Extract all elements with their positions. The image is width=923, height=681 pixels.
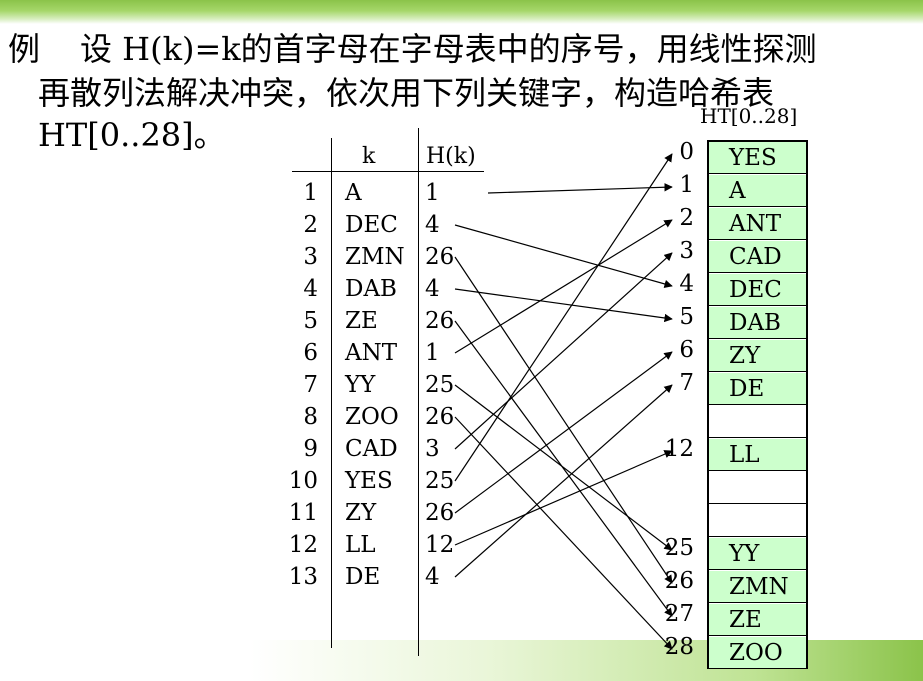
row-hash-value: 25 <box>425 372 455 398</box>
row-number: 4 <box>303 276 318 302</box>
row-hash-value: 12 <box>425 532 455 558</box>
row-number: 8 <box>303 404 318 430</box>
hash-table-caption: HT[0..28] <box>700 104 798 128</box>
row-key: DE <box>345 564 381 590</box>
hash-slot: ZY <box>709 340 806 372</box>
key-table-left-rule <box>331 138 332 648</box>
row-number: 11 <box>288 500 318 526</box>
row-hash-value: 1 <box>425 180 440 206</box>
example-label: 例 <box>8 30 41 68</box>
heading-text-1: 设 H(k)=k的首字母在字母表中的序号，用线性探测 <box>80 30 817 68</box>
hash-slot: DAB <box>709 307 806 339</box>
hash-slot-index: 3 <box>679 238 694 264</box>
mapping-arrow <box>454 320 673 617</box>
row-hash-value: 3 <box>425 436 440 462</box>
row-number: 6 <box>303 340 318 366</box>
heading-line-2: 再散列法解决冲突，依次用下列关键字，构造哈希表 <box>38 74 775 112</box>
row-hash-value: 1 <box>425 340 440 366</box>
row-key: YY <box>345 372 376 398</box>
hash-slot: ZOO <box>709 637 806 669</box>
mapping-arrow <box>454 288 673 323</box>
hash-slot: A <box>709 175 806 207</box>
hash-slot-index: 0 <box>679 139 694 165</box>
column-header-k: k <box>362 144 376 169</box>
mapping-arrow <box>454 256 673 584</box>
mapping-arrow <box>487 183 673 194</box>
row-number: 7 <box>303 372 318 398</box>
row-key: ZY <box>345 500 377 526</box>
row-hash-value: 26 <box>425 308 455 334</box>
row-key: ZMN <box>345 244 405 270</box>
top-decorative-band <box>0 0 923 24</box>
row-hash-value: 25 <box>425 468 455 494</box>
row-number: 5 <box>303 308 318 334</box>
key-table-header-rule <box>292 171 484 172</box>
row-hash-value: 4 <box>425 276 440 302</box>
key-table-right-rule <box>418 128 419 656</box>
row-key: ZOO <box>345 404 399 430</box>
row-key: YES <box>345 468 393 494</box>
row-number: 13 <box>288 564 318 590</box>
mapping-arrow <box>454 351 673 514</box>
mapping-arrow <box>454 224 673 288</box>
hash-slot: YY <box>709 538 806 570</box>
hash-slot-index: 1 <box>679 172 694 198</box>
column-header-h: H(k) <box>426 144 476 169</box>
hash-slot: DEC <box>709 274 806 306</box>
row-key: ZE <box>345 308 378 334</box>
hash-slot: ZMN <box>709 571 806 603</box>
row-hash-value: 4 <box>425 212 440 238</box>
hash-slot: ANT <box>709 208 806 240</box>
row-number: 10 <box>288 468 318 494</box>
row-number: 9 <box>303 436 318 462</box>
mapping-arrow <box>454 384 673 551</box>
hash-slot-index: 4 <box>679 271 694 297</box>
row-number: 2 <box>303 212 318 238</box>
row-key: DEC <box>345 212 398 238</box>
mapping-arrow <box>454 252 673 450</box>
mapping-arrow <box>454 450 673 546</box>
hash-slot <box>709 406 806 438</box>
bottom-decorative-band <box>250 640 923 681</box>
hash-slot: LL <box>709 439 806 471</box>
mapping-arrow <box>454 219 673 354</box>
row-key: ANT <box>345 340 398 366</box>
mapping-arrow <box>454 416 673 650</box>
row-key: LL <box>345 532 376 558</box>
hash-slot-index: 5 <box>679 304 694 330</box>
row-number: 12 <box>288 532 318 558</box>
hash-slot: YES <box>709 142 806 174</box>
row-hash-value: 4 <box>425 564 440 590</box>
row-hash-value: 26 <box>425 244 455 270</box>
hash-slot <box>709 505 806 537</box>
heading-line-3: HT[0..28]。 <box>38 116 226 154</box>
mapping-arrow <box>454 384 673 578</box>
hash-slot <box>709 472 806 504</box>
row-key: A <box>345 180 362 206</box>
heading-line-1: 例 设 H(k)=k的首字母在字母表中的序号，用线性探测 <box>8 24 817 70</box>
row-number: 3 <box>303 244 318 270</box>
row-key: CAD <box>345 436 398 462</box>
hash-slot: DE <box>709 373 806 405</box>
mapping-arrow <box>454 153 673 482</box>
row-hash-value: 26 <box>425 500 455 526</box>
row-hash-value: 26 <box>425 404 455 430</box>
row-number: 1 <box>303 180 318 206</box>
hash-slot-index: 7 <box>679 370 694 396</box>
hash-slot-index: 6 <box>679 337 694 363</box>
hash-slot: CAD <box>709 241 806 273</box>
hash-slot: ZE <box>709 604 806 636</box>
hash-slot-index: 2 <box>679 205 694 231</box>
row-key: DAB <box>345 276 397 302</box>
